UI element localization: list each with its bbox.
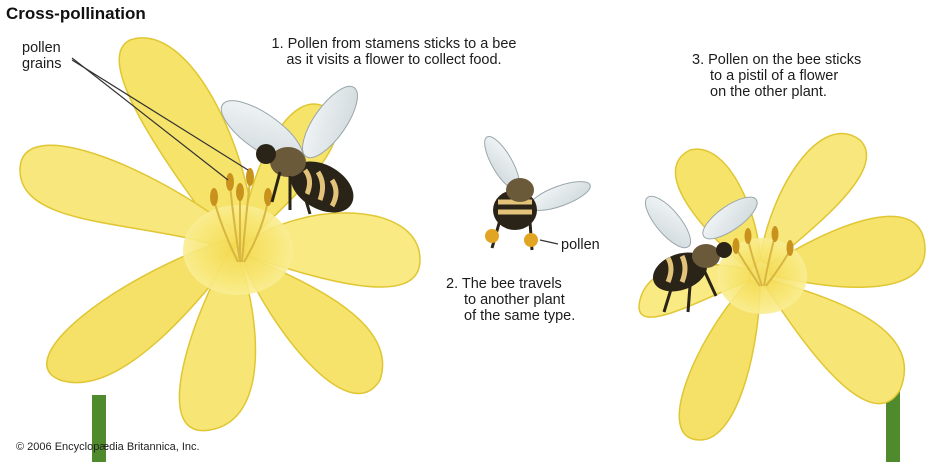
anther [733, 238, 740, 254]
pollen-basket [485, 229, 499, 243]
anther [787, 240, 794, 256]
anther [264, 188, 272, 206]
step-3-caption-line: on the other plant. [692, 84, 861, 100]
anther [772, 226, 779, 242]
anther [226, 173, 234, 191]
step-1-caption-line: as it visits a flower to collect food. [234, 52, 554, 68]
right-flower [639, 134, 925, 462]
anther [210, 188, 218, 206]
pollen-pointer [540, 240, 558, 244]
step-2-caption-line: to another plant [446, 292, 575, 308]
left-flower [20, 38, 420, 462]
pollen-grains-label-line: pollen [22, 40, 62, 56]
copyright-notice: © 2006 Encyclopædia Britannica, Inc. [16, 441, 200, 453]
step-3-caption-line: to a pistil of a flower [692, 68, 861, 84]
step-1-caption: 1. Pollen from stamens sticks to a bee a… [234, 36, 554, 68]
flying-bee [478, 132, 593, 250]
anther [236, 183, 244, 201]
pollen-grains-label-line: grains [22, 56, 62, 72]
pollen-grains-label: pollen grains [22, 40, 62, 72]
pollen-basket [524, 233, 538, 247]
anther [745, 228, 752, 244]
step-3-caption: 3. Pollen on the bee sticks to a pistil … [692, 52, 861, 100]
page-title: Cross-pollination [6, 4, 146, 24]
step-1-caption-line: 1. Pollen from stamens sticks to a bee [234, 36, 554, 52]
step-2-caption-line: of the same type. [446, 308, 575, 324]
pollen-label: pollen [561, 237, 600, 253]
step-3-caption-line: 3. Pollen on the bee sticks [692, 52, 861, 68]
step-2-caption-line: 2. The bee travels [446, 276, 575, 292]
anther [246, 168, 254, 186]
step-2-caption: 2. The bee travels to another plant of t… [446, 276, 575, 324]
